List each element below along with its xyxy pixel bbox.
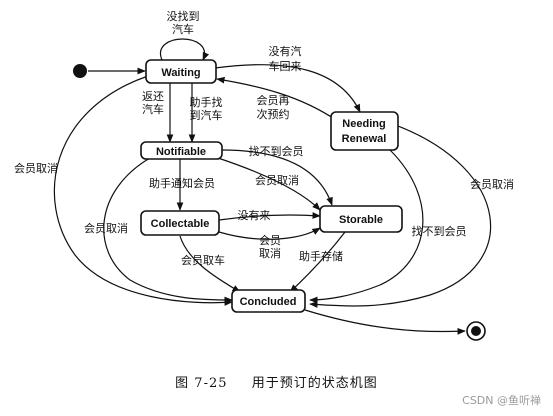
state-storable: Storable: [319, 205, 403, 233]
edge-waiting-self-loop: [159, 38, 210, 61]
state-machine-diagram: Waiting Needing Renewal Notifiable Colle…: [14, 9, 514, 341]
label-member-no-show: 没有来: [238, 208, 271, 222]
label-member-cancel-small-1: 会员: [259, 234, 281, 247]
state-storable-label: Storable: [339, 214, 383, 226]
label-member-cancel-small-2: 取消: [259, 246, 281, 260]
edge-waiting-cancel-to-concluded: [53, 75, 233, 306]
label-not-found-car-2: 汽车: [172, 22, 194, 36]
edge-notifiable-to-storable-cancel: [217, 157, 321, 211]
label-member-cancel-mid: 会员取消: [255, 173, 299, 187]
state-concluded-label: Concluded: [240, 296, 297, 308]
figure-caption: 图 7-25 用于预订的状态机图: [0, 372, 553, 391]
label-member-cancel-left: 会员取消: [14, 161, 58, 175]
label-no-car-returned-1: 没有汽: [269, 44, 302, 58]
edge-needing-renewal-to-waiting: [216, 76, 337, 121]
watermark: CSDN @鱼听禅: [462, 394, 541, 407]
state-needing-renewal-label-1: Needing: [342, 118, 385, 130]
label-member-cancel-right: 会员取消: [470, 177, 514, 191]
initial-state-dot: [73, 64, 87, 78]
state-needing-renewal: Needing Renewal: [330, 111, 399, 151]
label-helper-found-car-2: 到汽车: [190, 108, 223, 122]
edge-storable-to-concluded: [289, 231, 346, 293]
state-waiting: Waiting: [145, 59, 217, 84]
state-notifiable-label: Notifiable: [156, 146, 206, 158]
label-member-renew-2: 次预约: [257, 107, 290, 121]
label-cannot-find-member-1: 找不到会员: [249, 144, 304, 158]
label-helper-store: 助手存储: [299, 249, 343, 263]
state-concluded: Concluded: [231, 289, 306, 313]
label-member-take-car: 会员取车: [181, 253, 225, 267]
edge-notifiable-cancel-to-concluded: [103, 157, 233, 304]
label-return-car-2: 汽车: [142, 102, 164, 116]
edge-needing-renewal-cancel-to-concluded: [309, 125, 492, 308]
edge-collectable-to-storable-noshow: [218, 212, 321, 221]
label-cannot-find-member-2: 找不到会员: [412, 224, 467, 238]
edge-waiting-to-needing-renewal: [214, 64, 361, 113]
final-state: [466, 321, 486, 341]
state-notifiable: Notifiable: [140, 141, 223, 160]
label-return-car-1: 返还: [142, 90, 164, 103]
edge-collectable-to-concluded: [179, 235, 241, 293]
edge-notifiable-to-storable-notfound: [221, 149, 333, 206]
figure-title: 用于预订的状态机图: [251, 376, 378, 391]
edge-collectable-to-storable-cancel: [218, 227, 321, 240]
edge-concluded-to-final: [304, 309, 466, 335]
state-collectable: Collectable: [140, 210, 220, 236]
label-no-car-returned-2: 车回来: [269, 59, 302, 73]
state-needing-renewal-label-2: Renewal: [342, 133, 387, 145]
label-member-cancel-inner: 会员取消: [84, 221, 128, 235]
label-member-renew-1: 会员再: [257, 94, 290, 107]
state-collectable-label: Collectable: [151, 218, 210, 230]
label-not-found-car-1: 没找到: [167, 9, 200, 23]
edge-needing-renewal-notfound-to-concluded: [309, 149, 424, 304]
label-helper-notify-member: 助手通知会员: [149, 176, 215, 190]
figure-number: 图 7-25: [175, 376, 228, 391]
label-helper-found-car-1: 助手找: [190, 95, 223, 109]
state-waiting-label: Waiting: [161, 67, 200, 79]
